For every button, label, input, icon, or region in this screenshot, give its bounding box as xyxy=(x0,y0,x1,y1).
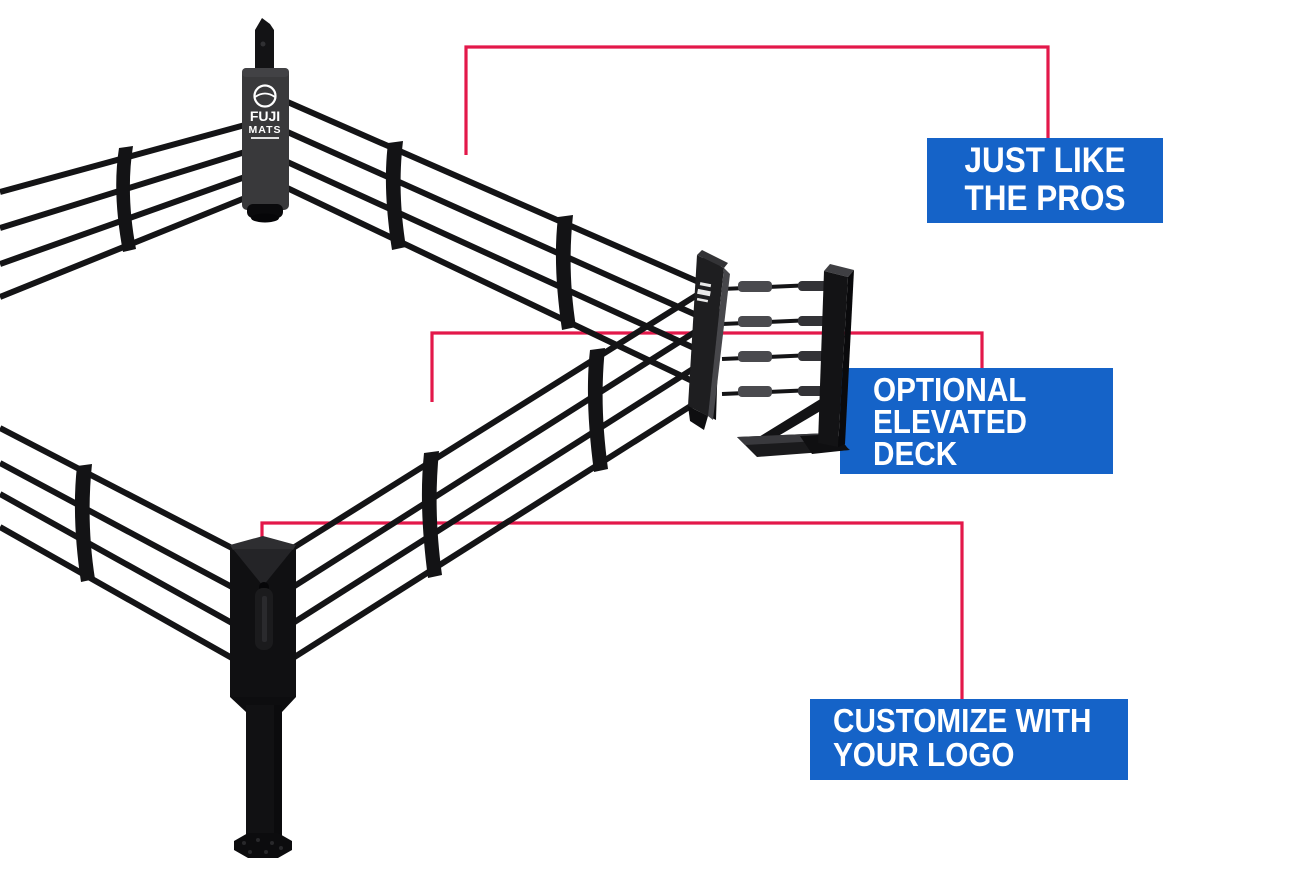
callout-line-text: CUSTOMIZE WITH xyxy=(833,702,1092,739)
callout-box-deck: OPTIONAL ELEVATED DECK xyxy=(840,368,1113,474)
callout-line-text: JUST LIKE xyxy=(964,141,1126,180)
callout-line-logo xyxy=(260,521,964,701)
callout-line-text: ELEVATED xyxy=(873,403,1028,440)
callout-text-pros: JUST LIKE THE PROS xyxy=(939,142,1151,218)
callout-line-text: YOUR LOGO xyxy=(833,736,1015,773)
callout-line-text: OPTIONAL xyxy=(873,371,1027,408)
callout-line-text: THE PROS xyxy=(964,179,1126,218)
callout-line-text: DECK xyxy=(873,435,958,472)
callout-box-pros: JUST LIKE THE PROS xyxy=(927,138,1163,223)
callout-text-logo: CUSTOMIZE WITH YOUR LOGO xyxy=(833,704,1099,772)
callout-text-deck: OPTIONAL ELEVATED DECK xyxy=(873,371,1089,472)
callout-box-logo: CUSTOMIZE WITH YOUR LOGO xyxy=(810,699,1128,780)
